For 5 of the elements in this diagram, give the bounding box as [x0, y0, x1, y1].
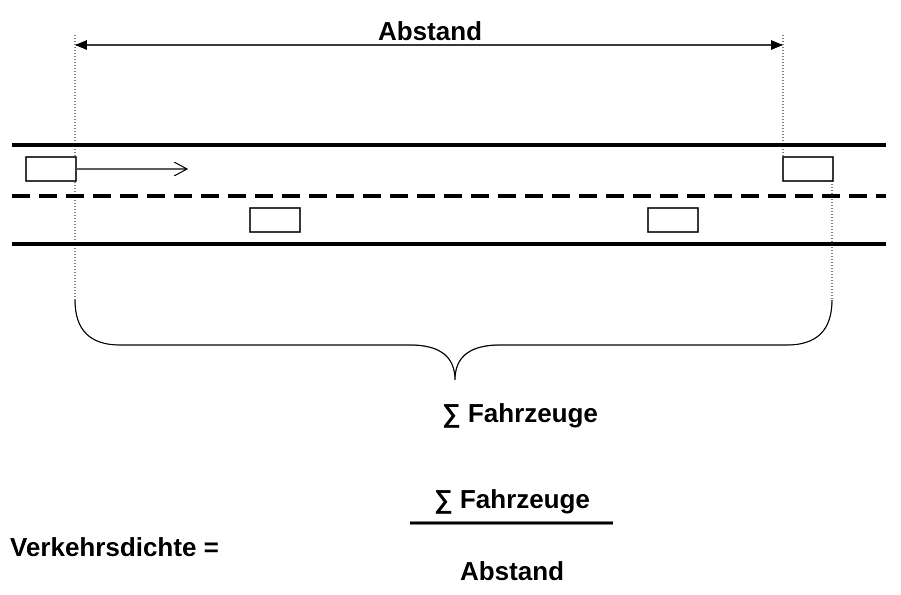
- numerator: ∑ Fahrzeuge: [434, 486, 590, 512]
- dimension-label: Abstand: [378, 18, 482, 44]
- brace-label: ∑ Fahrzeuge: [442, 400, 598, 426]
- formula-label: Verkehrsdichte =: [10, 534, 219, 560]
- denominator: Abstand: [460, 558, 564, 584]
